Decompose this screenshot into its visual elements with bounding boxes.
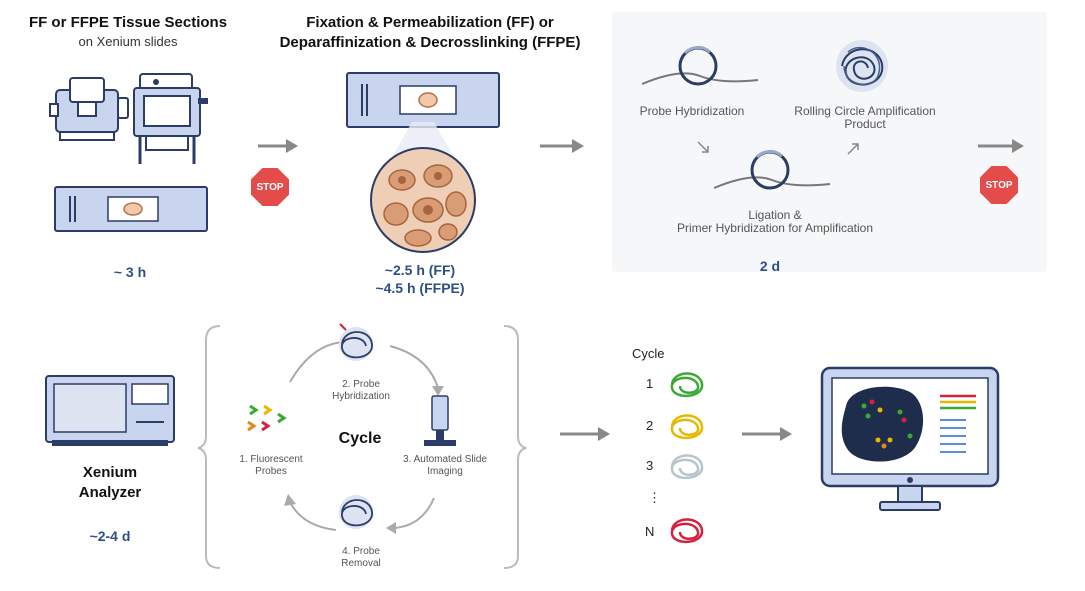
ligation-label-line2: Primer Hybridization for Amplification: [676, 221, 874, 235]
microtome-icon: [49, 73, 208, 164]
cycle-number-1: 1: [646, 376, 654, 391]
stop-sign-icon: STOP: [980, 166, 1018, 204]
cycle-center-label: Cycle: [338, 430, 382, 447]
step2-title-line2: Deparaffinization & Decrosslinking (FFPE…: [279, 34, 581, 51]
xenium-slide-step2: [346, 72, 500, 128]
rca-label-line1: Rolling Circle Amplification: [794, 104, 936, 118]
cycle-number-3: 3: [646, 458, 654, 473]
cycles-list-header: Cycle: [632, 346, 665, 361]
cycle3-knot-icon: [670, 454, 704, 479]
cycle-number-ellipsis: ⋮: [648, 490, 661, 505]
probe-hybridization-label: Probe Hybridization: [639, 104, 745, 118]
cycle-step4-line2: Removal: [341, 558, 381, 569]
step1-time: ~ 3 h: [113, 264, 147, 280]
cycle-step1-line2: Probes: [255, 466, 287, 477]
cycle-number-2: 2: [646, 418, 654, 433]
cycle-number-n: N: [645, 524, 655, 539]
tissue-magnified-icon: [370, 122, 476, 253]
cycle2-knot-icon: [670, 414, 704, 439]
arrow-right-icon: [540, 139, 584, 153]
right-brace: [503, 325, 527, 569]
ligation-icon: [713, 149, 831, 190]
step2-time-line2: ~4.5 h (FFPE): [375, 280, 465, 296]
left-brace: [197, 325, 221, 569]
cycle-step2-line1: 2. Probe: [342, 379, 380, 390]
step2-title-line1: Fixation & Permeabilization (FF) or: [306, 14, 554, 31]
cycle-diagram: [247, 323, 456, 534]
step3-time: 2 d: [759, 258, 781, 274]
rca-label-line2: Product: [844, 117, 886, 131]
cycle-step3-line2: Imaging: [427, 466, 463, 477]
probe-hybridization-icon: [641, 45, 759, 86]
analyzer-name-line1: Xenium: [82, 464, 138, 481]
xenium-analyzer-icon: [45, 375, 175, 446]
ligation-label-line1: Ligation &: [748, 208, 802, 222]
cycle-knots: [670, 372, 704, 543]
rca-product-icon: [836, 40, 888, 92]
arrow-up-right-icon: [847, 143, 859, 155]
step2-time-line1: ~2.5 h (FF): [384, 262, 456, 278]
xenium-slide: [54, 186, 208, 232]
analyzer-time: ~2-4 d: [89, 528, 131, 544]
analyzer-name-line2: Analyzer: [78, 484, 142, 501]
step1-subtitle: on Xenium slides: [78, 34, 178, 49]
cyclen-knot-icon: [670, 518, 704, 543]
cycle-step1-line1: 1. Fluorescent: [239, 454, 303, 465]
cycle-step3-line1: 3. Automated Slide: [403, 454, 487, 465]
arrow-right-icon: [560, 427, 610, 441]
monitor-results-icon: [820, 366, 1000, 511]
arrow-right-icon: [742, 427, 792, 441]
arrow-right-icon: [978, 139, 1024, 153]
cycle-step4-line1: 4. Probe: [342, 546, 380, 557]
cycle1-knot-icon: [670, 372, 704, 397]
stop-sign-icon: STOP: [251, 168, 289, 206]
cycle-step2-line2: Hybridization: [332, 391, 390, 402]
arrow-down-right-icon: [697, 141, 709, 153]
arrow-right-icon: [258, 139, 298, 153]
step1-title: FF or FFPE Tissue Sections: [28, 14, 228, 31]
